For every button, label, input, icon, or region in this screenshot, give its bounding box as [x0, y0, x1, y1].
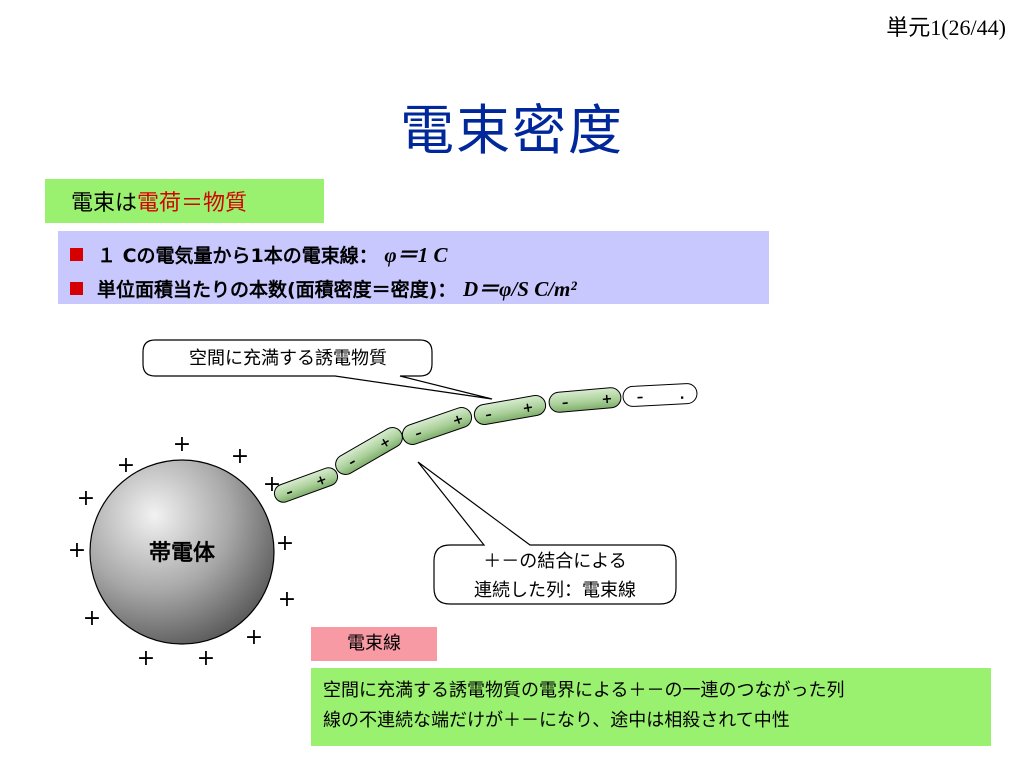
- plus-charge: +: [83, 606, 101, 631]
- bullet-2-text: 単位面積当たりの本数(面積密度＝密度)：: [97, 279, 457, 301]
- dipole-3: – +: [401, 407, 473, 445]
- svg-text:+: +: [314, 472, 329, 490]
- svg-text:–: –: [484, 407, 493, 423]
- flux-line-label: 電束線: [311, 627, 437, 661]
- plus-charge: +: [117, 453, 135, 478]
- plus-charge: +: [231, 444, 249, 469]
- headline-box: 電束は電荷＝物質: [45, 179, 324, 223]
- callout-bottom-line1: ＋－の結合による: [483, 551, 626, 572]
- headline-part1: 電束は: [71, 191, 138, 216]
- callout-top-text: 空間に充満する誘電物質: [189, 348, 387, 369]
- bullet-box: １ Cの電気量から1本の電束線： φ＝1 C 単位面積当たりの本数(面積密度＝密…: [58, 231, 769, 304]
- dipole-6-end: – .: [622, 383, 698, 407]
- svg-text:+: +: [601, 392, 613, 408]
- page-number: 単元1(26/44): [886, 15, 1006, 40]
- plus-charge: +: [245, 625, 263, 650]
- svg-text:–: –: [636, 390, 643, 405]
- slide-title: 電束密度: [400, 99, 624, 162]
- square-bullet-icon: [70, 282, 83, 295]
- dipole-1: – +: [273, 467, 339, 503]
- bullet-2-formula: D＝φ/S C/m²: [463, 277, 577, 301]
- dipole-4: – +: [473, 394, 547, 426]
- surface-charges: + + + + + + + + + + + +: [68, 432, 296, 671]
- callout-bottom-bubble: [417, 461, 677, 605]
- bullet-1-text: １ Cの電気量から1本の電束線：: [97, 245, 378, 267]
- description-line1: 空間に充満する誘電物質の電界による＋－の一連のつながった列: [323, 680, 845, 701]
- svg-text:.: .: [679, 388, 685, 403]
- sphere-label: 帯電体: [149, 540, 216, 566]
- plus-charge: +: [68, 538, 86, 563]
- callout-top-bubble: [142, 339, 493, 400]
- bullet-1-formula: φ＝1 C: [384, 243, 448, 267]
- bullet-item-1: １ Cの電気量から1本の電束線： φ＝1 C: [70, 239, 447, 269]
- charged-body-sphere: [89, 459, 275, 645]
- callout-bottom-line2: 連続した列：電束線: [474, 580, 636, 601]
- dipole-chain: – + – + – + – + – + – .: [273, 383, 698, 503]
- svg-text:–: –: [561, 395, 569, 411]
- bullet-item-2: 単位面積当たりの本数(面積密度＝密度)： D＝φ/S C/m²: [70, 273, 577, 303]
- headline-part2: 電荷＝物質: [137, 191, 248, 216]
- square-bullet-icon: [70, 248, 83, 261]
- svg-text:+: +: [521, 400, 534, 417]
- svg-text:–: –: [284, 484, 295, 500]
- plus-charge: +: [278, 587, 296, 612]
- description-box: 空間に充満する誘電物質の電界による＋－の一連のつながった列 線の不連続な端だけが…: [311, 668, 991, 746]
- plus-charge: +: [77, 486, 95, 511]
- dipole-2: – +: [335, 427, 403, 475]
- svg-text:–: –: [413, 426, 424, 442]
- description-line2: 線の不連続な端だけが＋－になり、途中は相殺されて中性: [323, 710, 790, 731]
- svg-text:+: +: [451, 411, 466, 429]
- plus-charge: +: [137, 646, 155, 671]
- dipole-5: – +: [548, 387, 622, 413]
- plus-charge: +: [197, 646, 215, 671]
- plus-charge: +: [173, 432, 191, 457]
- plus-charge: +: [276, 531, 294, 556]
